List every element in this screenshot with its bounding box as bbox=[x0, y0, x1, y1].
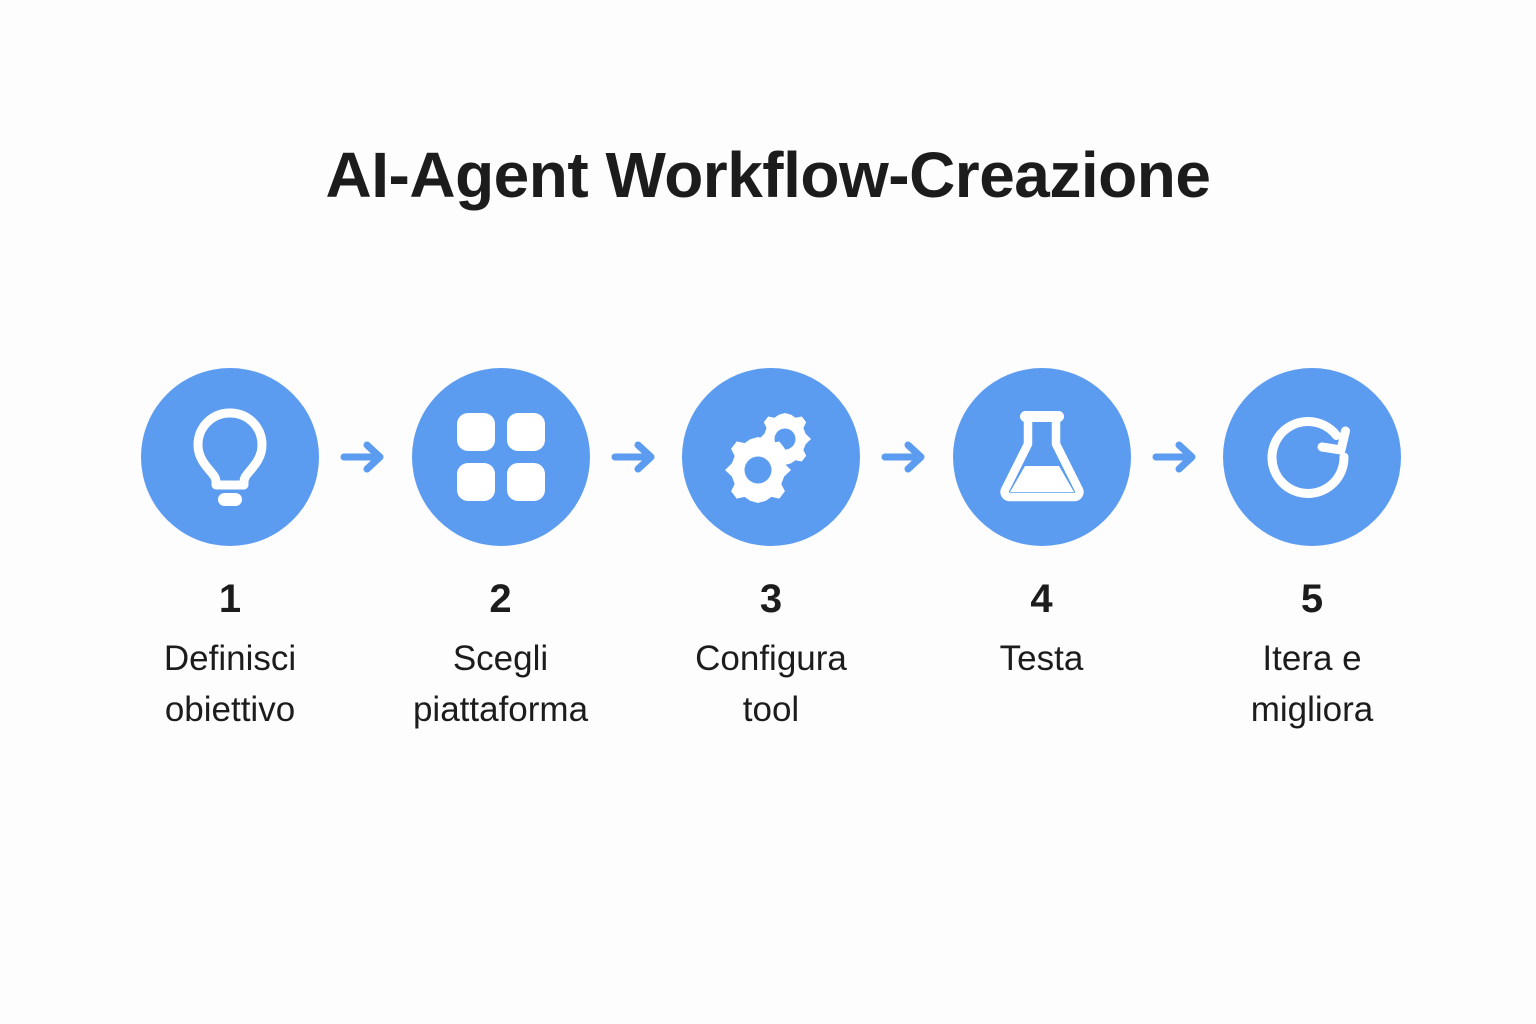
grid-squares-icon bbox=[453, 409, 549, 505]
arrow-right-icon bbox=[340, 437, 390, 477]
flask-icon bbox=[994, 404, 1090, 510]
step-2[interactable]: 2 Scegli piattaforma bbox=[411, 368, 591, 736]
step-3[interactable]: 3 Configura tool bbox=[681, 368, 861, 736]
arrow-4-to-5 bbox=[1149, 368, 1205, 546]
step-4[interactable]: 4 Testa bbox=[952, 368, 1132, 685]
step-4-label: Testa bbox=[999, 639, 1084, 678]
process-flow: 1 Definisci obiettivo bbox=[140, 368, 1402, 736]
step-4-icon-circle[interactable] bbox=[952, 368, 1131, 546]
step-2-icon-circle[interactable] bbox=[411, 368, 590, 546]
step-1-number: 1 bbox=[218, 577, 242, 621]
step-3-number: 3 bbox=[759, 577, 783, 621]
step-3-icon-circle[interactable] bbox=[682, 368, 860, 546]
arrow-right-icon bbox=[611, 437, 661, 477]
arrow-2-to-3 bbox=[608, 368, 664, 546]
step-5-label: Itera e migliora bbox=[1250, 639, 1374, 729]
step-2-label: Scegli piattaforma bbox=[412, 639, 589, 729]
step-5[interactable]: 5 Itera e migliora bbox=[1222, 368, 1402, 736]
page-title: AI-Agent Workflow-Creazione bbox=[325, 139, 1211, 211]
arrow-1-to-2 bbox=[337, 368, 393, 546]
step-1-icon-circle[interactable] bbox=[141, 368, 319, 546]
arrow-right-icon bbox=[1152, 437, 1202, 477]
step-5-number: 5 bbox=[1300, 577, 1324, 621]
step-1[interactable]: 1 Definisci obiettivo bbox=[140, 368, 320, 736]
lightbulb-icon bbox=[182, 405, 278, 509]
refresh-loop-icon bbox=[1260, 405, 1364, 509]
step-3-label: Configura tool bbox=[695, 639, 847, 729]
arrow-3-to-4 bbox=[878, 368, 934, 546]
arrow-right-icon bbox=[881, 437, 931, 477]
gears-icon bbox=[719, 405, 823, 509]
step-4-number: 4 bbox=[1030, 577, 1053, 621]
step-2-number: 2 bbox=[489, 577, 512, 621]
step-5-icon-circle[interactable] bbox=[1223, 368, 1401, 546]
step-1-label: Definisci obiettivo bbox=[163, 639, 297, 729]
